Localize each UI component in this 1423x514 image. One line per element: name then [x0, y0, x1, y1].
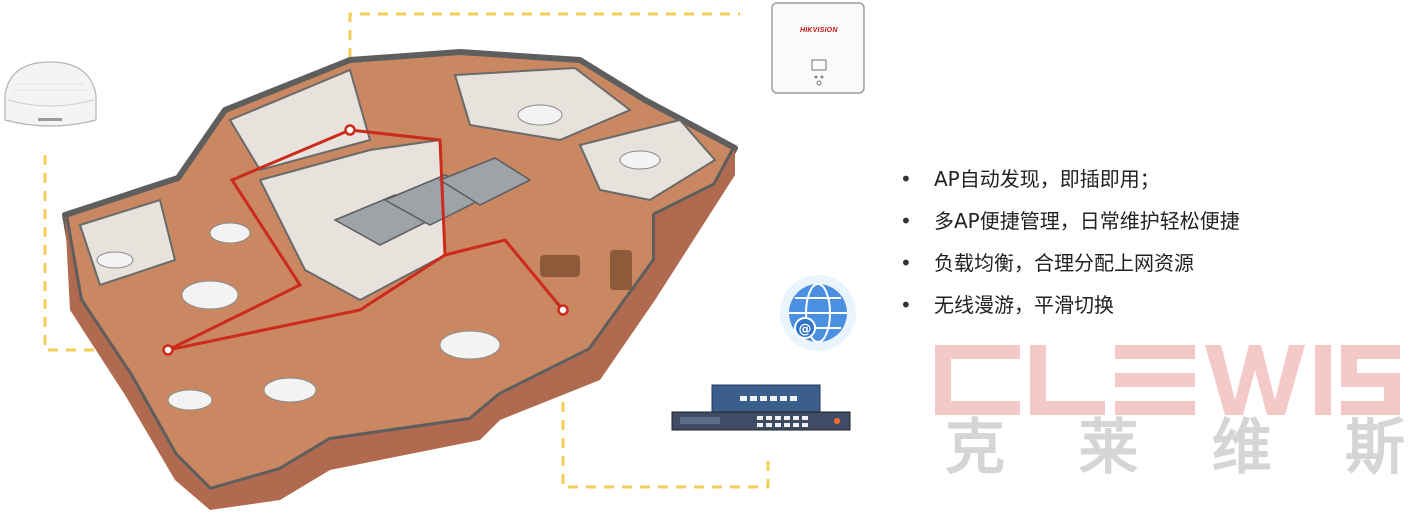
- office-floor-plan: [62, 49, 738, 510]
- feature-item: •AP自动发现，即插即用；: [900, 158, 1240, 200]
- ceiling-ap-icon: [4, 61, 97, 127]
- watermark-char: 维: [1211, 413, 1272, 483]
- feature-item: •负载均衡，合理分配上网资源: [900, 242, 1240, 284]
- clewis-watermark-logo: [935, 345, 1400, 415]
- watermark-chinese: 克 莱 维 斯: [945, 412, 1405, 484]
- panel-ap-brand-logo: HIKVISION: [800, 27, 838, 34]
- internet-globe-icon: @: [780, 275, 856, 351]
- server-racks: [333, 157, 532, 246]
- poe-switch-icon: [671, 384, 851, 431]
- panel-ap-icon: [771, 2, 865, 94]
- feature-item: •多AP便捷管理，日常维护轻松便捷: [900, 200, 1240, 242]
- feature-list: •AP自动发现，即插即用； •多AP便捷管理，日常维护轻松便捷 •负载均衡，合理…: [900, 158, 1240, 326]
- bullet-icon: •: [900, 167, 912, 191]
- bullet-icon: •: [900, 293, 912, 317]
- watermark-char: 克: [945, 413, 1005, 483]
- watermark-char: 莱: [1078, 413, 1139, 483]
- feature-item: •无线漫游，平滑切换: [900, 284, 1240, 326]
- network-route: [167, 128, 565, 352]
- watermark-char: 斯: [1344, 413, 1405, 483]
- bullet-icon: •: [900, 209, 912, 233]
- bullet-icon: •: [900, 251, 912, 275]
- svg-text:@: @: [799, 322, 812, 337]
